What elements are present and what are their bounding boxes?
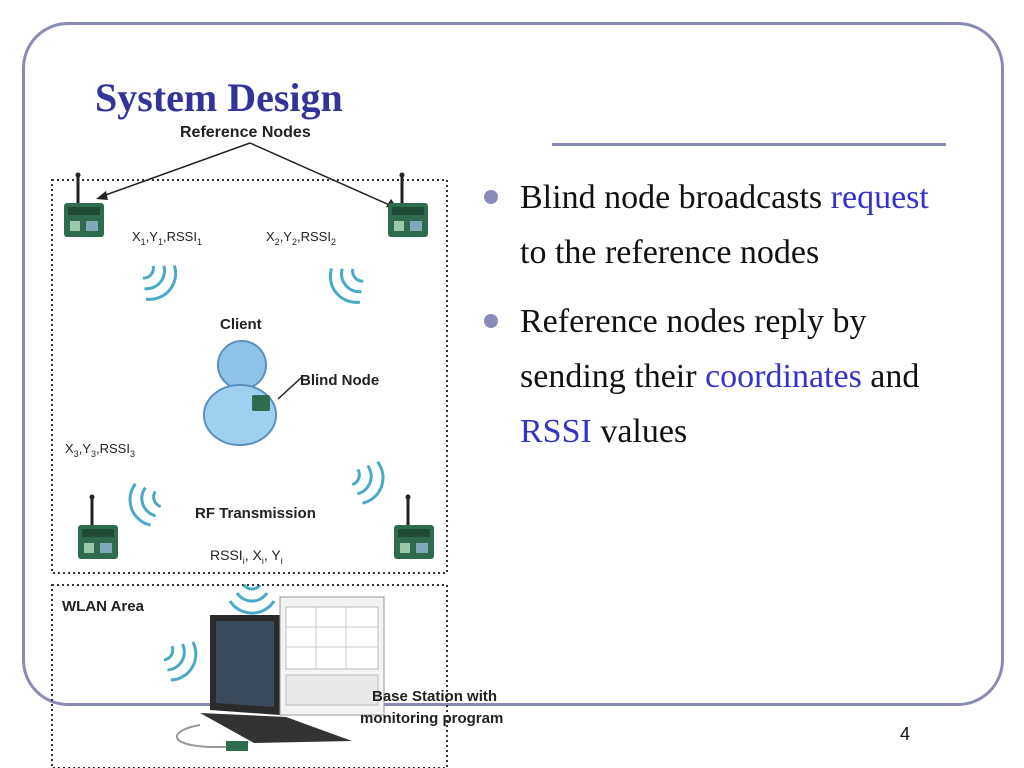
signal-wave-5-icon bbox=[228, 583, 276, 615]
bullet-highlight-rssi: RSSI bbox=[520, 413, 592, 450]
arrowhead-icon bbox=[96, 191, 108, 200]
signal-wave-2-icon bbox=[320, 256, 374, 312]
wlan-area-label: WLAN Area bbox=[62, 598, 145, 615]
signal-wave-1-icon bbox=[132, 253, 186, 309]
blind-node-arrow bbox=[277, 376, 303, 400]
laptop-base-station-icon bbox=[175, 596, 385, 751]
client-person-icon bbox=[203, 340, 277, 446]
blind-node-label: Blind Node bbox=[300, 372, 379, 389]
bullet-item-1: Blind node broadcasts request to the ref… bbox=[482, 170, 952, 280]
slide-title: System Design bbox=[95, 75, 343, 120]
bullet-list: Blind node broadcasts request to the ref… bbox=[482, 170, 952, 473]
reference-nodes-label: Reference Nodes bbox=[180, 124, 311, 141]
reference-node-3-board-icon bbox=[76, 493, 120, 561]
bullet-text: values bbox=[591, 413, 688, 450]
client-area-boundary bbox=[51, 179, 448, 574]
reference-node-4-board-icon bbox=[392, 493, 436, 561]
reference-node-1-board-icon bbox=[62, 171, 106, 239]
client-label: Client bbox=[220, 316, 262, 333]
base-station-label-line1: Base Station with bbox=[372, 688, 497, 705]
blind-node-board-icon bbox=[252, 395, 270, 411]
rf-transmission-label: RF Transmission bbox=[195, 505, 316, 522]
node3-coordinates-label: X3,Y3,RSSI3 bbox=[65, 441, 135, 459]
arrow-to-node1 bbox=[99, 142, 251, 198]
page-number: 4 bbox=[900, 724, 911, 744]
node2-coordinates-label: X2,Y2,RSSI2 bbox=[266, 229, 336, 247]
wlan-area-boundary bbox=[51, 584, 448, 768]
base-station-label-line2: monitoring program bbox=[360, 710, 503, 727]
title-underline bbox=[552, 143, 946, 146]
bullet-highlight-request: request bbox=[830, 179, 929, 216]
bullet-text: to the reference nodes bbox=[520, 234, 820, 271]
bullet-text: Reference nodes reply by sending their bbox=[520, 303, 867, 395]
arrow-to-node2 bbox=[249, 142, 395, 208]
system-diagram: Reference Nodes X1,Y1,RSSI1 X2,Y2,RSSI2 … bbox=[51, 124, 503, 768]
bullet-highlight-coordinates: coordinates bbox=[705, 358, 862, 395]
bullet-text: and bbox=[861, 358, 920, 395]
rssi-i-label: RSSIi, Xi, Yi bbox=[210, 547, 283, 566]
node1-coordinates-label: X1,Y1,RSSI1 bbox=[132, 229, 202, 247]
reference-node-2-board-icon bbox=[386, 171, 430, 239]
slide-frame bbox=[22, 22, 1004, 706]
signal-wave-3-icon bbox=[122, 476, 168, 531]
bullet-item-2: Reference nodes reply by sending their c… bbox=[482, 294, 952, 459]
bullet-text: Blind node broadcasts bbox=[520, 179, 831, 216]
bullet-dot-icon bbox=[484, 314, 498, 328]
signal-wave-4-icon bbox=[345, 454, 391, 509]
bullet-dot-icon bbox=[484, 190, 498, 204]
signal-wave-6-icon bbox=[155, 632, 205, 688]
